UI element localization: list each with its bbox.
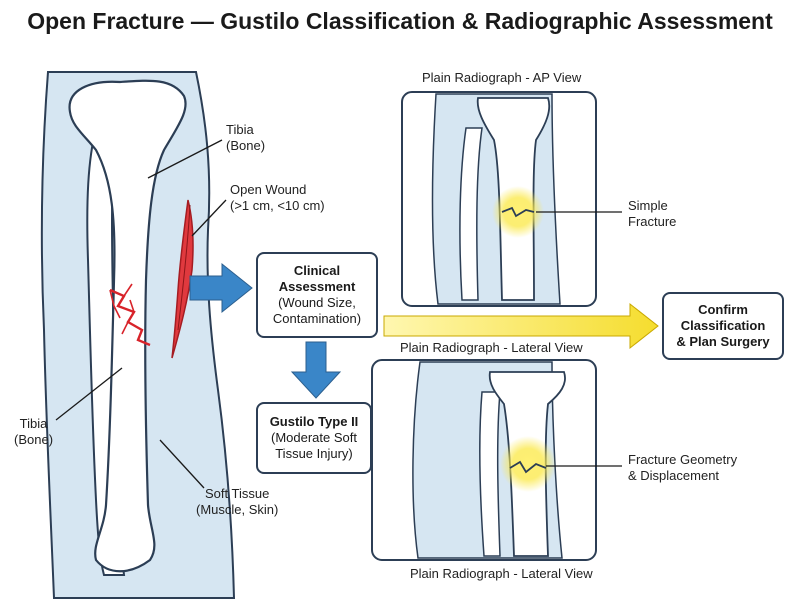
label-xray-ap: Plain Radiograph - AP View (422, 70, 582, 85)
tibia-bone (68, 79, 187, 573)
xray-lateral-panel (371, 359, 622, 561)
label-open-wound: Open Wound(>1 cm, <10 cm) (230, 182, 325, 213)
arrow-to-clinical (189, 262, 253, 314)
confirm-classification-box: Confirm Classification & Plan Surgery (662, 292, 784, 360)
label-fracture-geometry: Fracture Geometry& Displacement (628, 452, 738, 483)
diagram-title: Open Fracture — Gustilo Classification &… (27, 8, 773, 34)
leg-illustration (40, 71, 236, 599)
label-tibia-top: Tibia(Bone) (226, 122, 266, 153)
label-soft-tissue: Soft Tissue(Muscle, Skin) (196, 486, 279, 517)
arrow-to-confirm (383, 302, 659, 350)
fracture-line (109, 288, 151, 347)
xray-ap-panel (401, 91, 622, 307)
arrow-to-gustilo (290, 341, 342, 399)
label-xray-lateral-top: Plain Radiograph - Lateral View (400, 340, 583, 355)
clinical-assessment-box: Clinical Assessment (Wound Size, Contami… (256, 252, 378, 338)
gustilo-type-box: Gustilo Type II (Moderate Soft Tissue In… (256, 402, 372, 474)
label-tibia-bottom: Tibia(Bone) (14, 416, 54, 447)
label-xray-lateral-bottom: Plain Radiograph - Lateral View (410, 566, 593, 581)
